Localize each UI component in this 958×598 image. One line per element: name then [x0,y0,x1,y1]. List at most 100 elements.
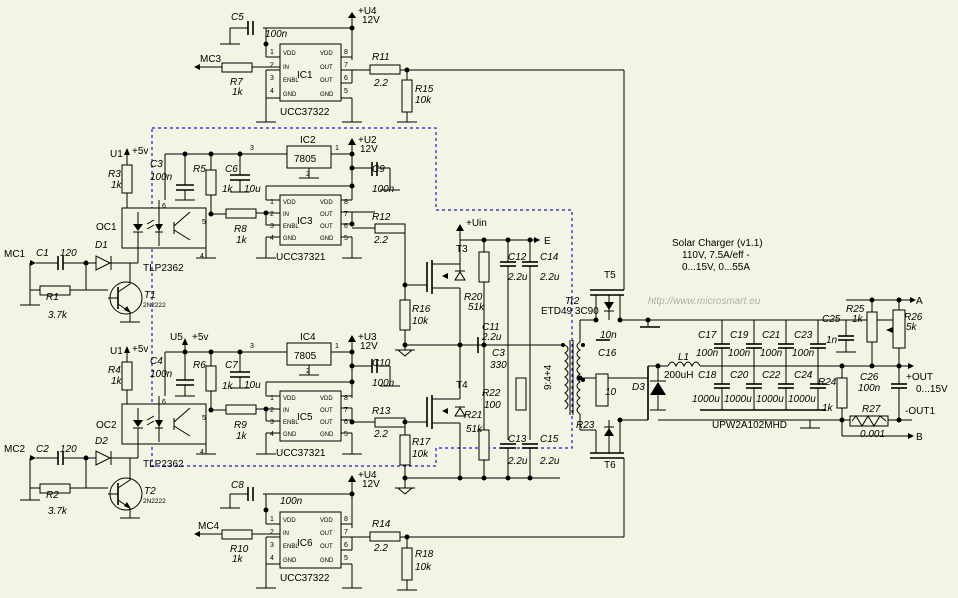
cap-c17-ref: C17 [698,330,717,341]
diode-d3: D3 [632,382,645,393]
svg-text:8: 8 [344,395,348,402]
ic1-ref: IC1 [297,70,313,81]
svg-text:5: 5 [344,431,348,438]
cap-c11-ref: C11 [482,322,500,333]
cap-c10-val: 100n [372,378,395,389]
cap-c14-ref: C14 [540,252,559,263]
cap-c24-ref: C24 [794,370,813,381]
xfmr-ratio: 9:4+4 [543,364,554,390]
svg-text:OUT: OUT [320,544,333,550]
ic5-ref: IC5 [297,412,313,423]
out-plus: +OUT [906,372,933,383]
svg-text:4: 4 [200,253,204,260]
output-block: L1 200uH D3 A C17 100n C19 100n C21 100n… [632,296,948,443]
res-r17-ref: R17 [412,437,431,448]
res-r27-ref: R27 [862,404,881,415]
driver-ic6-block: C8 100n +U4 12V IC6 UCC37322 VDD IN ENBL… [194,470,624,591]
res-r5-val: 1k [222,184,234,195]
title-line-2: 110V, 7.5A/eff - [682,250,750,261]
svg-text:1: 1 [270,395,274,402]
cap-c12-ref: C12 [508,252,527,263]
ic6-type: UCC37322 [280,573,330,584]
reg-ic2-type: 7805 [294,154,317,165]
reg-ic4-type: 7805 [294,351,317,362]
xfmr-core: ETD49 3C90 [541,306,599,317]
svg-text:GND: GND [320,558,334,564]
cap-c19-val: 100n [728,348,751,359]
cap-c9-ref: C9 [372,164,385,175]
rail-u2-ref: +U2 [358,135,377,146]
terminal-a: A [916,296,923,307]
res-r13-val: 2.2 [373,429,388,440]
res-r20-ref: R20 [464,292,483,303]
cap-c15-ref: C15 [540,434,559,445]
svg-text:5: 5 [344,555,348,562]
svg-text:2: 2 [270,529,274,536]
svg-text:1: 1 [270,516,274,523]
cap-c7-val: 10u [244,380,261,391]
svg-text:GND: GND [320,432,334,438]
svg-text:7: 7 [344,529,348,536]
res-r4-val: 1k [111,376,123,387]
ic1-type: UCC37322 [280,107,330,118]
res-r16-val: 10k [412,316,429,327]
rail-u4-volt: 12V [362,15,380,26]
cap-bank-top: C17 100n C19 100n C21 100n C23 100n [696,320,826,366]
mosfet-t6: T6 [604,460,616,471]
mosfet-t3: T3 [456,244,468,255]
inductor-l1-val: 200uH [664,370,693,381]
svg-text:6: 6 [162,203,166,210]
cap-c4-ref: C4 [150,356,163,367]
ic3-type: UCC37321 [276,252,326,263]
res-r7-val: 1k [232,87,244,98]
svg-text:2: 2 [270,62,274,69]
cap-bank-part: UPW2A102MHD [712,420,787,431]
cap-c5-ref: C5 [231,12,244,23]
res-r15-val: 10k [415,95,432,106]
out-minus: -OUT1 [905,406,935,417]
svg-text:IN: IN [283,212,289,218]
svg-text:3: 3 [270,419,274,426]
res-r27-val: 0.001 [860,429,885,440]
res-r2-ref: R2 [46,490,59,501]
cap-c5-val: 100n [265,29,288,40]
svg-text:7: 7 [344,62,348,69]
svg-text:ENBL: ENBL [283,78,299,84]
ic6-box [279,511,342,569]
svg-text:6: 6 [162,399,166,406]
out-range: 0...15V [916,384,948,395]
svg-text:3: 3 [270,75,274,82]
cap-c20-ref: C20 [730,370,749,381]
res-r21-val: 51k [466,424,483,435]
svg-text:VDD: VDD [320,200,333,206]
res-r11-ref: R11 [372,52,390,63]
svg-text:4: 4 [270,88,274,95]
cap-c23-ref: C23 [794,330,813,341]
res-r15-ref: R15 [415,84,434,95]
svg-text:GND: GND [283,558,297,564]
res-r2-val: 3.7k [48,506,68,517]
svg-text:6: 6 [344,223,348,230]
res-r14-ref: R14 [372,519,391,530]
res-r20-val: 51k [468,302,485,313]
rail-u1-ref: U1 [110,149,123,160]
rail-u3-volt: 12V [360,341,378,352]
res-r12-val: 2.2 [373,235,388,246]
svg-text:3: 3 [270,223,274,230]
svg-text:GND: GND [320,92,334,98]
svg-text:OUT: OUT [320,408,333,414]
svg-text:5: 5 [344,235,348,242]
res-r18-val: 10k [415,562,432,573]
rail-e: E [544,236,551,247]
cap-c10-ref: C10 [372,358,391,369]
rail-u5-ref: U5 [170,332,183,343]
svg-text:2: 2 [270,407,274,414]
svg-text:ENBL: ENBL [283,544,299,550]
conn-mc2: MC2 [4,444,26,455]
ic6-ref: IC6 [297,538,313,549]
svg-text:3: 3 [250,145,254,152]
conn-mc4: MC4 [198,521,220,532]
reg-ic2-ref: IC2 [300,135,316,146]
cap-c2-val: 120 [60,444,77,455]
cap-c8-val: 100n [280,496,303,507]
